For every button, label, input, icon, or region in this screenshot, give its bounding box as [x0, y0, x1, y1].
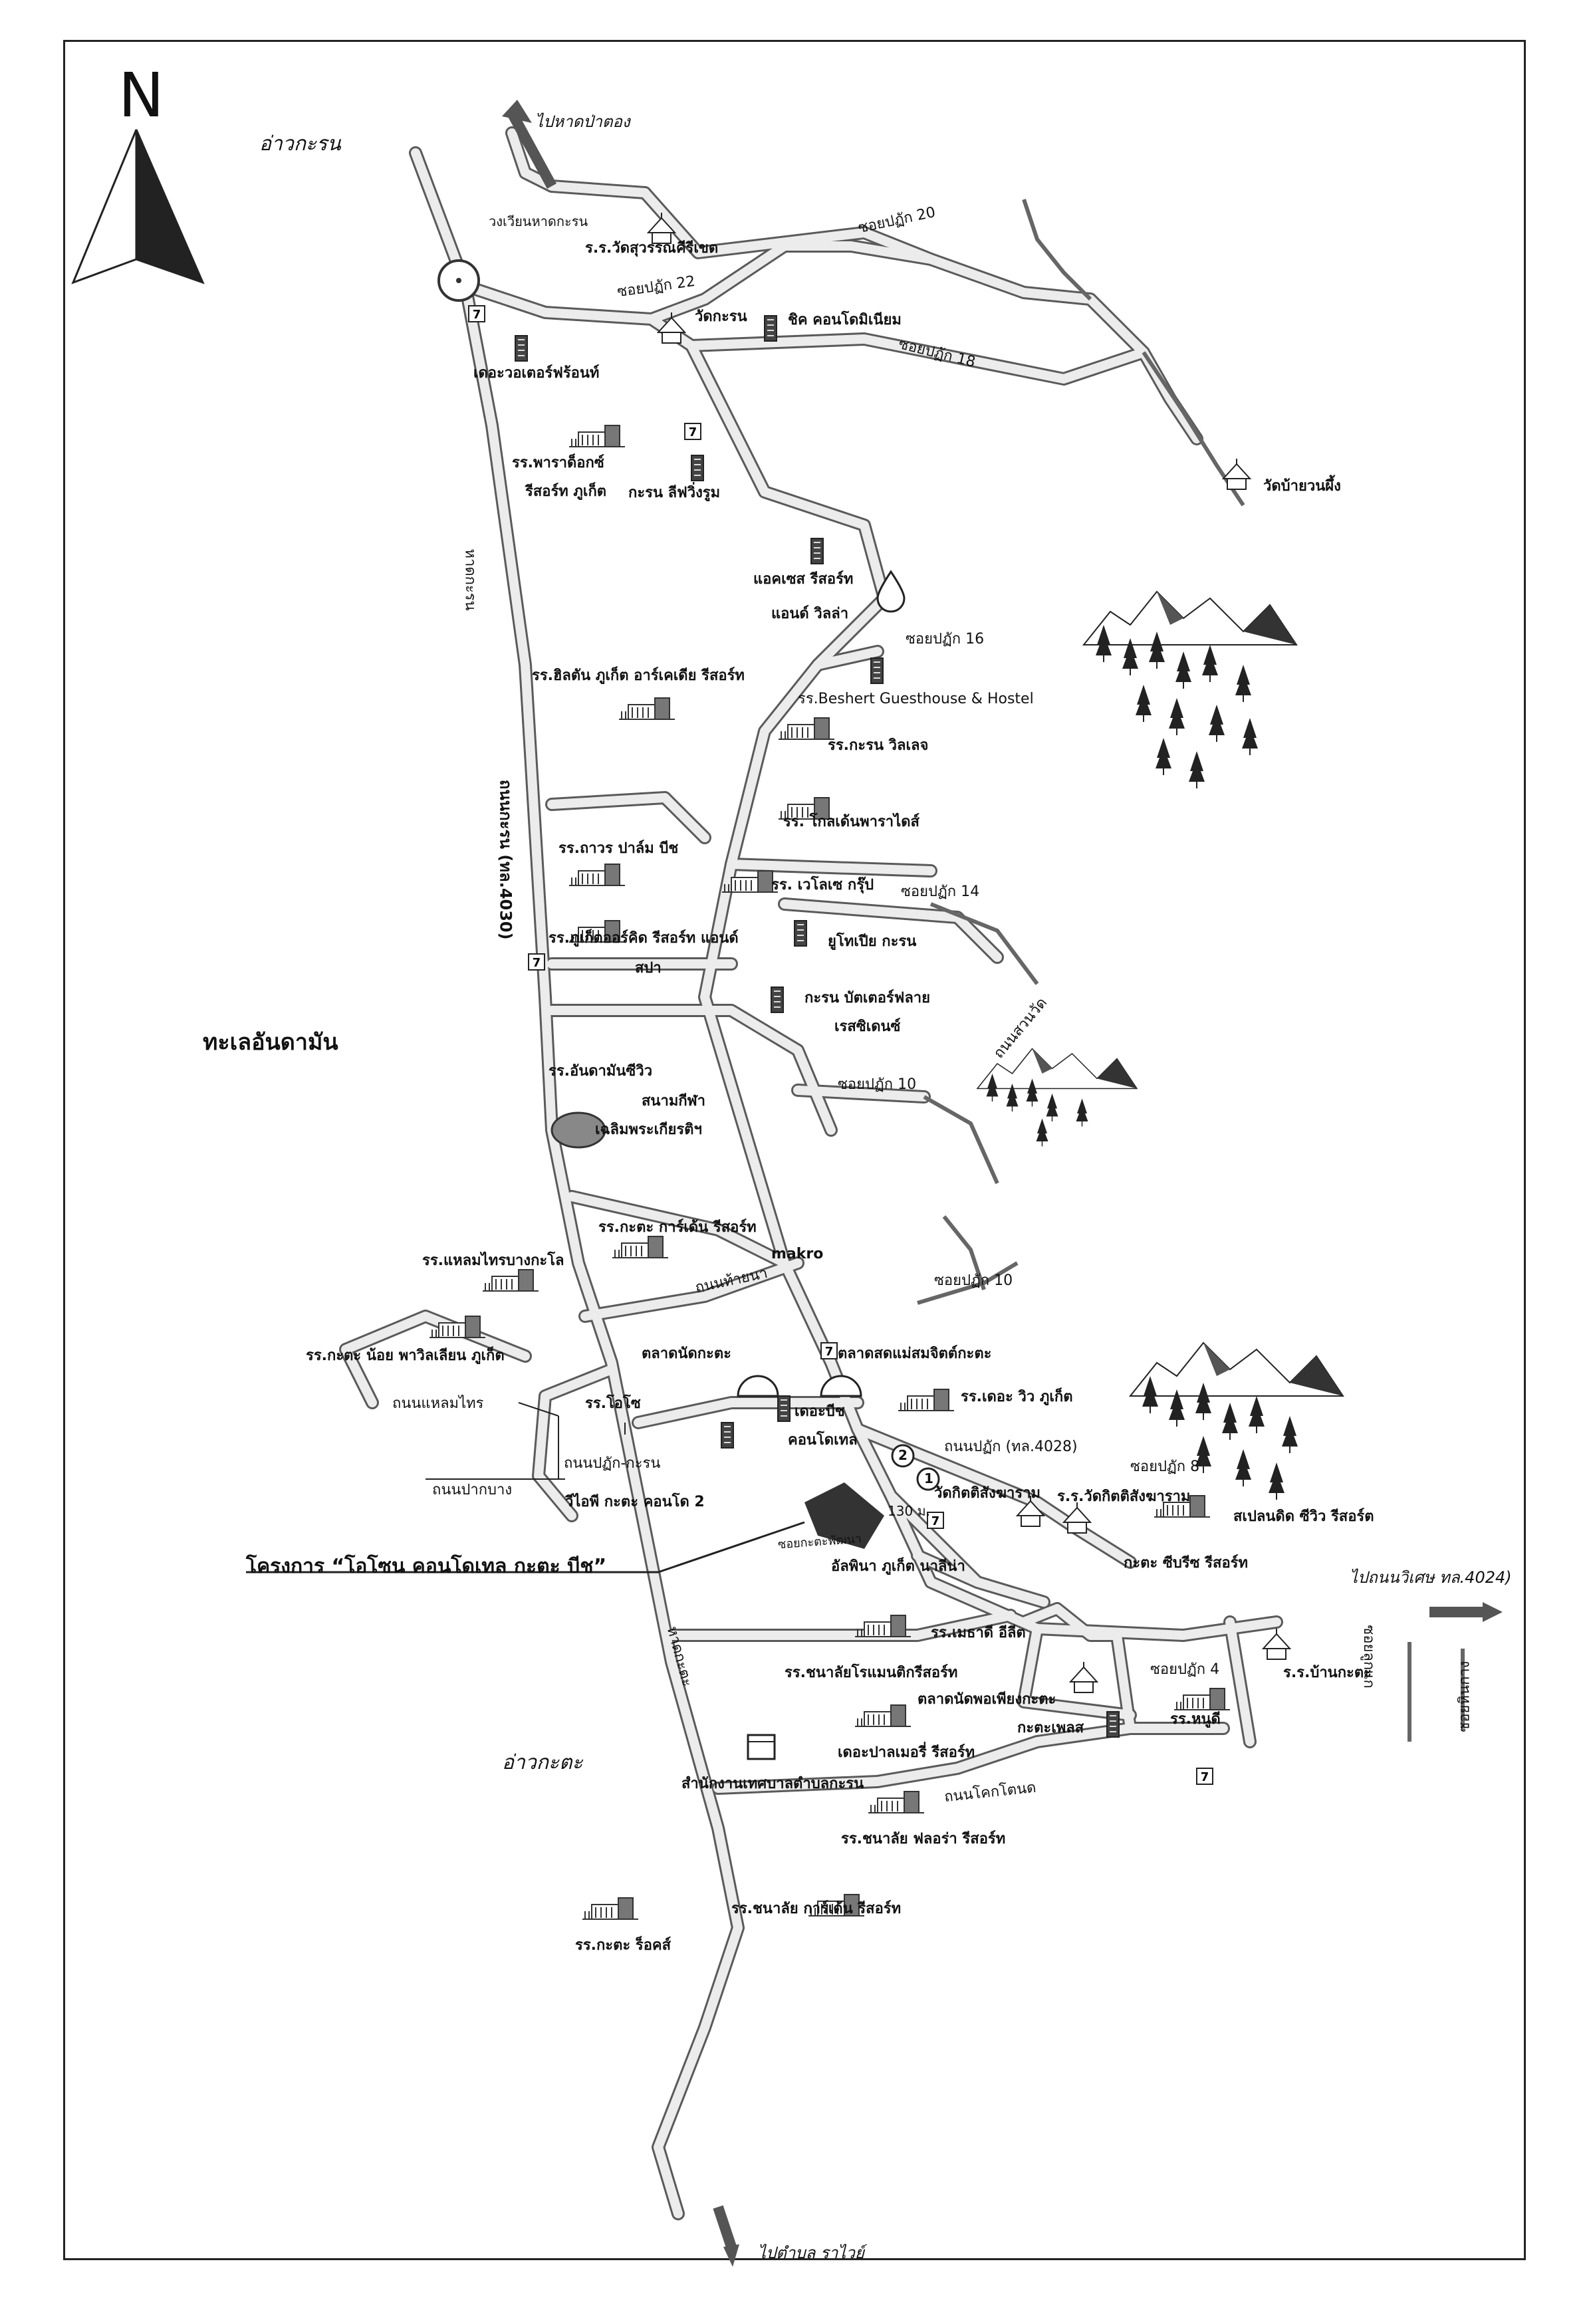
direction-to-viset: ไปถนนวิเศษ ทล.4024): [1350, 1568, 1512, 1587]
road-label-pak-bang: ถนนปากบาง: [432, 1482, 513, 1498]
place-school-kittisang: ร.ร.วัดกิตติสังฆาราม: [1057, 1488, 1191, 1505]
place-chic-condo: ชิค คอนโดมิเนียม: [788, 312, 902, 328]
place-alpina: อัลพินา ภูเก็ต นาลีน่า: [831, 1558, 965, 1575]
place-romantic: รร.ชนาลัยโรแมนติกรีสอร์ท: [785, 1665, 958, 1681]
place-kata-place: กะตะเพลส: [1017, 1720, 1084, 1736]
road-label-soi10a: ซอยปฏัก 10: [838, 1076, 917, 1093]
direction-to-rawai: ไปตำบล ราไวย์: [758, 2244, 864, 2262]
road-label-soi-hin-kang: ซอยหินกาง: [1456, 1661, 1473, 1732]
road-label-soi16: ซอยปฏัก 16: [906, 631, 985, 647]
place-oscar: รร.โอโซ: [585, 1395, 641, 1412]
road-label-soi4: ซอยปฏัก 4: [1150, 1661, 1220, 1678]
place-municipality: สำนักงานเทศบาลตำบลกะรน: [681, 1776, 864, 1792]
place-utopia: ยูโทเปีย กะรน: [828, 933, 917, 950]
place-kata-rocks: รร.กะตะ ร็อคส์: [575, 1937, 672, 1954]
place-makro: makro: [771, 1246, 824, 1262]
road-label-karon-beach: หาดกะรน: [461, 548, 479, 611]
direction-arrows: [502, 100, 1503, 2267]
place-karon-village: รร.กะรน วิลเลจ: [828, 737, 929, 754]
place-golden-paradise: รร. โกลเด้นพาราไดส์: [783, 814, 919, 830]
place-baan-kata: ร.ร.บ้านกะตะ: [1283, 1665, 1372, 1681]
water-drop-icon: [876, 570, 906, 613]
numbered-markers: [891, 1444, 940, 1491]
place-orchid-2: สปา: [635, 960, 662, 977]
place-metadee: รร.เมธาดี อีลีต: [931, 1625, 1026, 1641]
road-network: [339, 126, 1283, 2220]
place-kata-garden: รร.กะตะ การ์เด้น รีสอร์ท: [598, 1219, 757, 1236]
direction-to-patong: ไปหาดป่าตอง: [535, 112, 630, 131]
sea-label-ao-karon: อ่าวกะรน: [259, 132, 341, 156]
mountain-illustrations: [977, 591, 1344, 1500]
marker-1-label: 1: [924, 1470, 933, 1486]
place-night-market: ตลาดนัดพอเพียงกะตะ: [917, 1691, 1056, 1708]
place-laem-sai-hotel: รร.แหลมไทรบางกะโล: [422, 1252, 564, 1269]
market-icons: [737, 1375, 862, 1760]
place-orchid-1: รร.ภูเก็ตออร์คิด รีสอร์ท แอนด์: [549, 930, 739, 947]
place-butterfly-1: กะรน บัตเตอร์ฟลาย: [804, 990, 931, 1006]
place-beshert: รร.Beshert Guesthouse & Hostel: [798, 691, 1034, 707]
place-kata-noi-pavilion: รร.กะตะ น้อย พาวิลเลียน ภูเก็ต: [306, 1347, 505, 1364]
place-chanalai-garden: รร.ชนาลัย การ์เด้น รีสอร์ท: [731, 1901, 902, 1917]
place-kata-market: ตลาดนัดกะตะ: [642, 1345, 731, 1362]
stadium-pond-icon: [550, 1111, 606, 1149]
road-label-karon-circle: วงเวียนหาดกะรน: [489, 213, 588, 229]
place-access-2: แอนด์ วิลล่า: [771, 606, 849, 622]
place-stadium-1: สนามกีฬา: [642, 1093, 706, 1109]
sea-label-ao-kata: อ่าวกะตะ: [502, 1751, 583, 1774]
road-label-soi10b: ซอยปฏัก 10: [934, 1272, 1013, 1289]
road-label-karon-road: ถนนกะรน (ทล.4030): [496, 779, 515, 940]
place-beach-condo-1: เดอะบีช: [794, 1403, 845, 1420]
road-label-patak-4028: ถนนปฏัก (ทล.4028): [944, 1439, 1078, 1455]
place-vip-kata: วีไอพี กะตะ คอนโด 2: [565, 1494, 705, 1510]
place-wat-kittisang: วัดกิตติสังฆาราม: [934, 1485, 1041, 1502]
place-thavorn: รร.ถาวร ปาล์ม บีช: [558, 840, 679, 857]
place-wat-bai: วัดบ้ายวนผึ้ง: [1263, 478, 1341, 495]
place-welcome: รร. เวโลเซ กรุ๊ป: [771, 877, 874, 893]
place-kata-seabreeze: กะตะ ซีบรีซ รีสอร์ท: [1124, 1555, 1248, 1571]
place-wat-karon: วัดกะรน: [695, 308, 747, 325]
marker-2-label: 2: [898, 1447, 908, 1463]
place-the-view: รร.เดอะ วิว ภูเก็ต: [961, 1389, 1073, 1405]
place-flora: รร.ชนาลัย ฟลอร่า รีสอร์ท: [841, 1831, 1006, 1847]
project-label: โครงการ “โอโซน คอนโดเทล กะตะ บีช”: [246, 1555, 607, 1578]
place-fresh-market: ตลาดสดแม่สมจิตต์กะตะ: [838, 1345, 992, 1362]
place-paradox-1: รร.พาราด็อกซ์: [512, 455, 604, 471]
road-label-patak-karon: ถนนปฏัก-กะรน: [564, 1455, 661, 1472]
place-noi-hotel: รร.หนูดี: [1170, 1711, 1221, 1728]
north-label: N: [118, 60, 164, 131]
place-andaman-seaview: รร.อันดามันซีวิว: [549, 1063, 653, 1080]
road-label-soi14: ซอยปฏัก 14: [901, 883, 980, 900]
place-karon-living: กะรน ลีฟวิ่งรูม: [628, 485, 721, 501]
place-paradox-2: รีสอร์ท ภูเก็ต: [525, 483, 607, 500]
project-parcel: [804, 1482, 884, 1549]
road-label-dist-130: 130 ม.: [888, 1503, 931, 1519]
road-label-laem-sai: ถนนแหลมไทร: [392, 1395, 484, 1412]
place-wat-suwan: ร.ร.วัดสุวรรณคีรีเขต: [585, 240, 719, 257]
place-hilton: รร.ฮิลตัน ภูเก็ต อาร์เคเดีย รีสอร์ท: [532, 667, 745, 684]
map-frame: [63, 40, 1526, 2260]
north-arrow-icon: [71, 129, 205, 285]
place-access-1: แอคเซส รีสอร์ท: [753, 571, 854, 588]
place-kata-palm: เดอะปาลเมอรี่ รีสอร์ท: [838, 1744, 975, 1761]
sea-label-andaman: ทะเลอันดามัน: [203, 1029, 338, 1056]
place-the-waterfront: เดอะวอเตอร์ฟร้อนท์: [473, 365, 600, 382]
place-stadium-2: เฉลิมพระเกียรติฯ: [595, 1121, 702, 1138]
road-label-soi8: ซอยปฏัก 8: [1130, 1458, 1200, 1475]
place-splendid: สเปลนดิด ซีวิว รีสอร์ต: [1233, 1508, 1374, 1525]
road-fill: [341, 128, 1281, 2218]
place-butterfly-2: เรสซิเดนซ์: [834, 1018, 901, 1035]
place-beach-condo-2: คอนโดเทล: [788, 1432, 858, 1449]
project-leader-line: [246, 1521, 805, 1573]
